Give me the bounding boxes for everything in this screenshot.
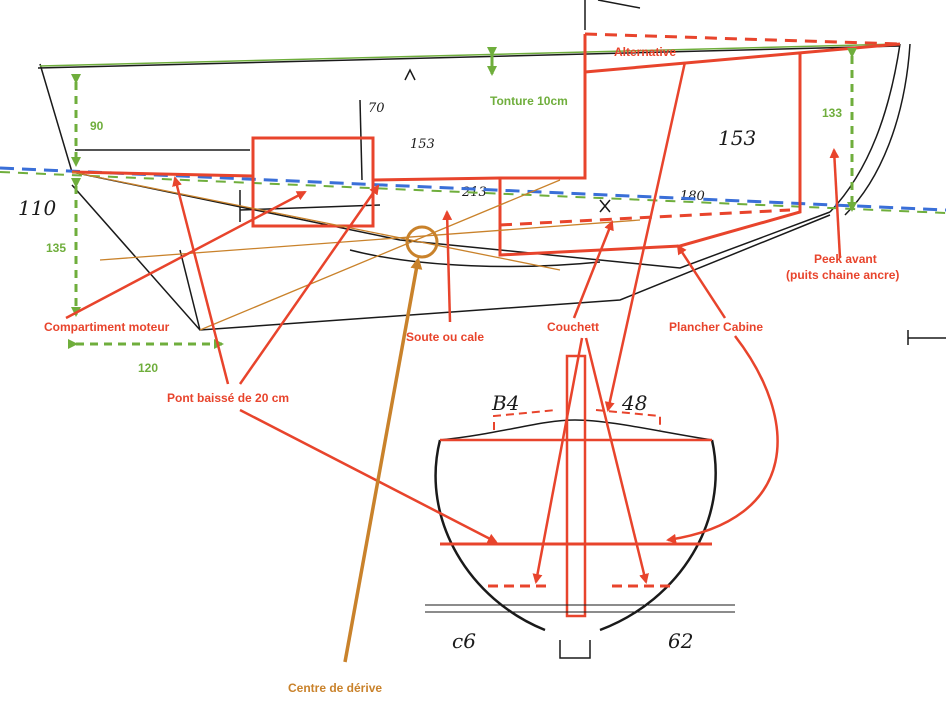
transom-line xyxy=(39,63,73,173)
label-pont-baisse: Pont baissé de 20 cm xyxy=(167,391,289,405)
section-bottom-left: c6 xyxy=(452,629,476,653)
label-plancher-cabine: Plancher Cabine xyxy=(669,320,763,334)
arrow-centre-derive xyxy=(343,257,423,663)
arrow-engine xyxy=(65,190,307,320)
label-centre-derive: Centre de dérive xyxy=(288,681,382,695)
arrow-couchette-right xyxy=(584,337,649,584)
red-arrows xyxy=(65,61,842,584)
sheer-line xyxy=(37,45,901,69)
section-b84-left: B4 xyxy=(491,391,519,415)
cross-mark xyxy=(599,199,611,213)
lowered-deck-line xyxy=(71,34,587,182)
stem-line xyxy=(829,43,901,213)
arrow-soute xyxy=(442,210,453,323)
label-peek-avant-sub: (puits chaine ancre) xyxy=(786,268,899,282)
handwritten-70: 70 xyxy=(368,101,385,116)
keel-aft-line xyxy=(179,249,201,331)
arrow-couchette-profile xyxy=(572,220,614,319)
arrow-peek xyxy=(829,148,842,259)
vertical-mark-70 xyxy=(359,99,363,181)
handwritten-110: 110 xyxy=(18,196,56,220)
right-edge-mark xyxy=(907,330,946,345)
handwritten-153-small: 153 xyxy=(410,137,435,152)
tick-mark xyxy=(404,68,416,81)
tonture-green-line xyxy=(39,43,901,67)
centre-of-lateral-resistance-circle xyxy=(405,225,439,259)
red-redesign xyxy=(71,32,901,257)
arrow-pont-1 xyxy=(172,176,230,385)
label-alternative: Alternative xyxy=(614,45,676,59)
arrow-alternative xyxy=(604,61,687,412)
arrow-pont-2 xyxy=(238,184,380,385)
engine-box xyxy=(251,136,375,228)
section-bottom-right: 62 xyxy=(668,629,693,653)
label-peek-avant: Peek avant xyxy=(814,252,877,266)
mast-top-marks xyxy=(584,0,641,30)
keel-line xyxy=(71,184,831,331)
label-compartiment-moteur: Compartiment moteur xyxy=(44,320,170,334)
couchette-dashed-line xyxy=(499,208,791,227)
arrow-plancher-profile xyxy=(676,244,727,319)
label-couchett: Couchett xyxy=(547,320,599,334)
green-dimensions xyxy=(68,47,857,349)
arrow-plancher-section xyxy=(666,335,779,544)
section-b84-right: 48 xyxy=(621,391,647,415)
dim-90-label: 90 xyxy=(90,119,104,133)
dim-120-label: 120 xyxy=(138,361,158,375)
dim-133-label: 133 xyxy=(822,106,842,120)
tonture-label: Tonture 10cm xyxy=(490,94,568,108)
cross-section xyxy=(425,354,735,659)
handwritten-153-large: 153 xyxy=(718,126,756,150)
cockpit-hand-lines xyxy=(239,190,381,222)
waterline-green-dashed xyxy=(0,171,946,214)
stem-outer-line xyxy=(844,43,911,216)
arrow-pont-3 xyxy=(239,408,498,544)
label-soute: Soute ou cale xyxy=(406,330,484,344)
arrow-couchette-left xyxy=(532,337,584,584)
handwritten-180: 180 xyxy=(680,189,705,204)
dim-135-label: 135 xyxy=(46,241,66,255)
alternative-dashed-line xyxy=(584,32,901,46)
